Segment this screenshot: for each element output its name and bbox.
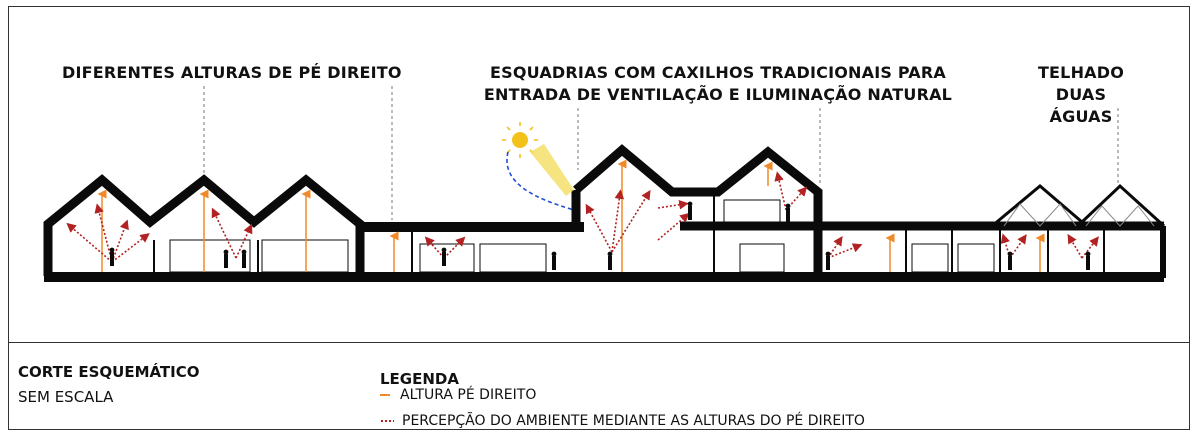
ventilation-path [506,151,575,211]
legend-item-perception: PERCEPÇÃO DO AMBIENTE MEDIANTE AS ALTURA… [380,413,865,429]
heading-window-frames: ESQUADRIAS COM CAXILHOS TRADICIONAIS PAR… [458,62,978,106]
legend-label: ALTURA PÉ DIREITO [400,387,537,403]
right-truss-roof [991,183,1166,228]
heading-window-frames-line2: ENTRADA DE VENTILAÇÃO E ILUMINAÇÃO NATUR… [483,85,953,104]
drawing-frame [8,6,1190,430]
caption-divider [8,342,1190,343]
central-gabled-volume [571,144,1164,276]
legend-label: PERCEPÇÃO DO AMBIENTE MEDIANTE AS ALTURA… [402,413,865,429]
section-title: CORTE ESQUEMÁTICO [18,363,200,381]
sunlight-beam [530,144,574,196]
flat-roof-left [360,222,584,232]
orange-line-swatch [380,394,390,396]
perception-lines [66,171,1099,263]
red-dotted-swatch [380,420,394,422]
left-gabled-volume [43,174,365,276]
building-section-drawing [43,86,1166,282]
heading-window-frames-line1: ESQUADRIAS COM CAXILHOS TRADICIONAIS PAR… [489,63,946,82]
ground-slab [44,272,1164,282]
heading-ceiling-heights: DIFERENTES ALTURAS DE PÉ DIREITO [62,63,402,82]
leader-lines [203,86,1119,220]
people-silhouettes [109,201,1091,270]
legend-title: LEGENDA [380,370,459,388]
section-scale-note: SEM ESCALA [18,388,114,406]
legend-item-ceiling-height: ALTURA PÉ DIREITO [380,387,536,403]
heading-gable-roof: TELHADO DUAS ÁGUAS [1037,63,1125,126]
